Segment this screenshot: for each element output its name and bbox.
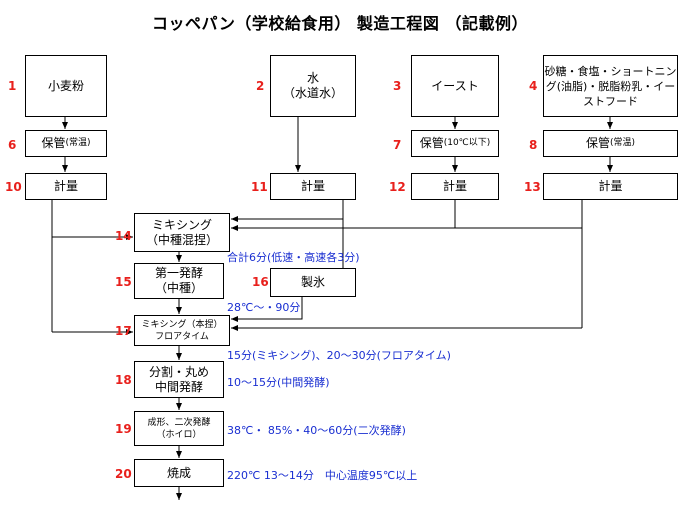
step-label-line1: 水 [306,71,319,85]
step-label-line1: 成形、二次発酵 [147,417,211,428]
step-label: イースト [431,78,479,93]
step-label: 焼成 [166,465,191,480]
step-number-18: 18 [115,373,132,387]
step-label-line2: 中間発酵 [154,379,203,394]
step-label: 製氷 [300,275,325,289]
step-sublabel: (常温) [609,138,636,148]
step-number-8: 8 [529,138,538,152]
step-label-line2: （中種混捏） [145,232,218,247]
step-number-19: 19 [115,422,132,436]
step-label-line1: 砂糖・食塩・ショートニン [544,64,677,78]
note-mixing-dough: 15分(ミキシング)、20～30分(フロアタイム) [227,349,451,362]
step-label: 計量 [442,179,467,193]
step-number-17: 17 [115,324,132,338]
step-label-line1: 分割・丸め [148,364,209,379]
step-label-line2: （ホイロ） [156,429,202,440]
step-box-mixing-sponge: ミキシング （中種混捏） [134,213,230,252]
diagram-title: コッペパン（学校給食用） 製造工程図 （記載例） [152,14,528,33]
step-number-4: 4 [529,79,538,93]
step-box-mixing-dough: ミキシング（本捏） フロアタイム [134,315,230,346]
step-box-other-ingredients: 砂糖・食塩・ショートニン グ(油脂)・脱脂粉乳・イー ストフード [543,55,678,117]
step-box-water: 水 （水道水） [270,55,356,117]
step-number-12: 12 [389,180,406,194]
step-sublabel: (常温) [65,138,91,148]
step-label: 計量 [300,179,325,193]
step-label-line2: （中種） [154,281,203,295]
step-label: 保管 [41,136,66,150]
step-number-15: 15 [115,275,132,289]
step-box-weigh-yeast: 計量 [411,173,499,200]
step-box-weigh-other: 計量 [543,173,678,200]
step-label: 小麦粉 [47,78,84,93]
arrow-11-14 [231,200,344,222]
step-number-16: 16 [252,275,269,289]
step-label: 保管 [419,136,444,150]
step-box-flour: 小麦粉 [25,55,107,117]
step-number-1: 1 [8,79,17,93]
step-label-line2: フロアタイム [155,331,209,342]
note-baking: 220℃ 13～14分 中心温度95℃以上 [227,469,418,482]
step-box-divide-round: 分割・丸め 中間発酵 [134,361,224,398]
step-box-storage-flour: 保管(常温) [25,130,107,157]
step-box-storage-other: 保管(常温) [543,130,678,157]
arrow-16-17 [231,297,303,322]
note-mixing-sponge: 合計6分(低速・高速各3分) [227,251,360,264]
step-number-13: 13 [524,180,541,194]
step-number-7: 7 [393,138,402,152]
step-number-11: 11 [251,180,268,194]
step-number-2: 2 [256,79,265,93]
step-sublabel: (10℃以下) [443,138,491,148]
step-number-20: 20 [115,467,132,481]
step-label-line2: （水道水） [282,86,343,100]
step-number-3: 3 [393,79,402,93]
step-number-6: 6 [8,138,17,152]
note-divide-round: 10～15分(中間発酵) [227,376,330,389]
step-label-line2: グ(油脂)・脱脂粉乳・イー [545,79,676,93]
step-number-10: 10 [5,180,22,194]
note-first-fermentation: 28℃～・90分 [227,301,301,314]
step-label-line3: ストフード [583,94,638,108]
step-number-14: 14 [115,229,132,243]
step-box-weigh-flour: 計量 [25,173,107,200]
note-shaping-proofing: 38℃・ 85%・40～60分(二次発酵) [227,424,406,437]
step-box-baking: 焼成 [134,459,224,487]
step-box-yeast: イースト [411,55,499,117]
step-box-storage-yeast: 保管(10℃以下) [411,130,499,157]
step-box-ice-making: 製氷 [270,268,356,297]
step-label: 計量 [598,179,623,193]
step-label: 計量 [53,179,78,193]
step-box-shaping-proofing: 成形、二次発酵 （ホイロ） [134,411,224,446]
step-label-line1: ミキシング（本捏） [141,319,223,330]
step-label: 保管 [585,136,610,150]
step-box-first-fermentation: 第一発酵 （中種） [134,263,224,299]
step-label-line1: ミキシング [151,217,212,232]
step-label-line1: 第一発酵 [154,266,203,280]
step-box-weigh-water: 計量 [270,173,356,200]
